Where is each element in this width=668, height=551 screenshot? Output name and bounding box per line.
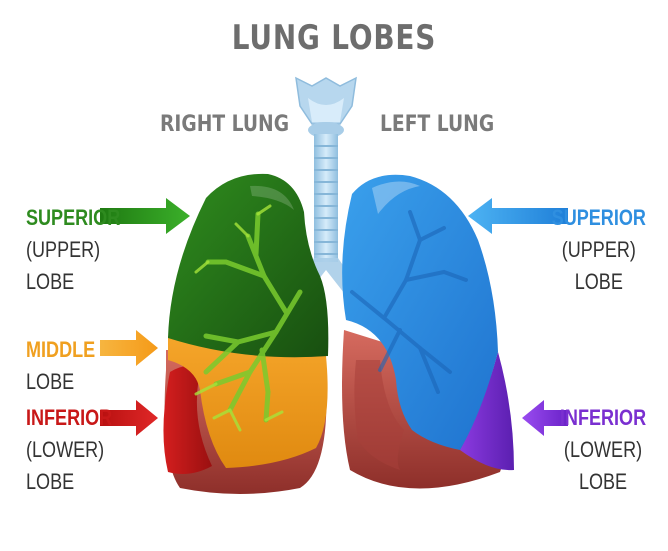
left-lung-label: LEFT LUNG [380,112,495,137]
label-right-middle-line2: LOBE [26,369,75,394]
label-left-superior-line2: (UPPER) [561,237,636,262]
right-inferior-lobe [163,366,212,474]
label-right-inferior-line3: LOBE [26,469,75,494]
arrow-left-superior [468,198,568,234]
arrow-right-middle [100,330,158,366]
label-right-inferior-head: INFERIOR [26,405,113,430]
label-left-inferior-line3: LOBE [578,469,627,494]
label-right-inferior-line2: (LOWER) [26,437,105,462]
right-lung-label: RIGHT LUNG [160,112,290,137]
label-right-superior-line3: LOBE [26,269,75,294]
label-left-inferior: INFERIOR (LOWER) LOBE [560,402,646,498]
left-lung [342,174,514,489]
arrow-right-superior [100,198,190,234]
label-right-inferior: INFERIOR (LOWER) LOBE [26,402,112,498]
larynx-shape [295,76,357,138]
label-right-superior-line2: (UPPER) [26,237,101,262]
arrow-left-inferior [522,400,568,436]
label-right-middle-head: MIDDLE [26,337,96,362]
label-right-middle: MIDDLE LOBE [26,334,95,398]
left-inferior-lobe [460,352,514,471]
label-left-superior: SUPERIOR (UPPER) LOBE [552,202,646,298]
label-right-superior: SUPERIOR (UPPER) LOBE [26,202,120,298]
label-left-superior-head: SUPERIOR [551,205,646,230]
arrow-right-inferior [100,400,158,436]
label-left-superior-line3: LOBE [574,269,623,294]
label-left-inferior-head: INFERIOR [559,405,646,430]
right-lung [163,173,329,494]
right-superior-lobe [168,173,329,358]
left-superior-lobe [342,174,498,451]
label-right-superior-head: SUPERIOR [26,205,121,230]
diagram-title: LUNG LOBES [231,18,437,58]
label-left-inferior-line2: (LOWER) [563,437,642,462]
